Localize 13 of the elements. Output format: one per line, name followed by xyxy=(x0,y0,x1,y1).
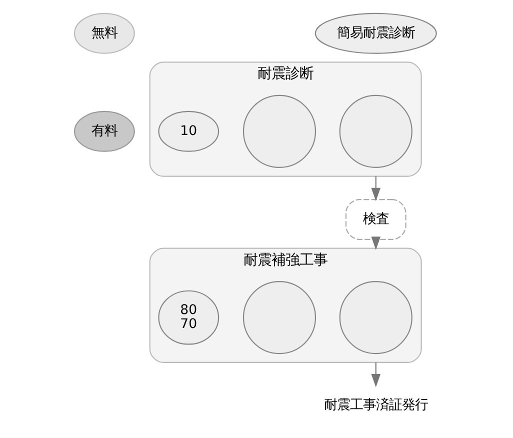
node-text: 耐震工事済証発行 xyxy=(324,398,428,413)
node-circle xyxy=(242,280,316,354)
node-ellipse: 簡易耐震診断 xyxy=(314,12,437,54)
arrow xyxy=(371,176,381,201)
node-ellipse: 無料 xyxy=(74,12,135,54)
node-ellipse: 有料 xyxy=(74,110,135,152)
arrow xyxy=(371,236,381,250)
node-ellipse: 10 xyxy=(158,110,220,152)
arrow xyxy=(371,362,381,387)
node-circle xyxy=(339,94,412,168)
node-circle xyxy=(339,280,412,354)
node-ellipse: 80 70 xyxy=(158,290,220,344)
node-circle xyxy=(242,94,316,168)
